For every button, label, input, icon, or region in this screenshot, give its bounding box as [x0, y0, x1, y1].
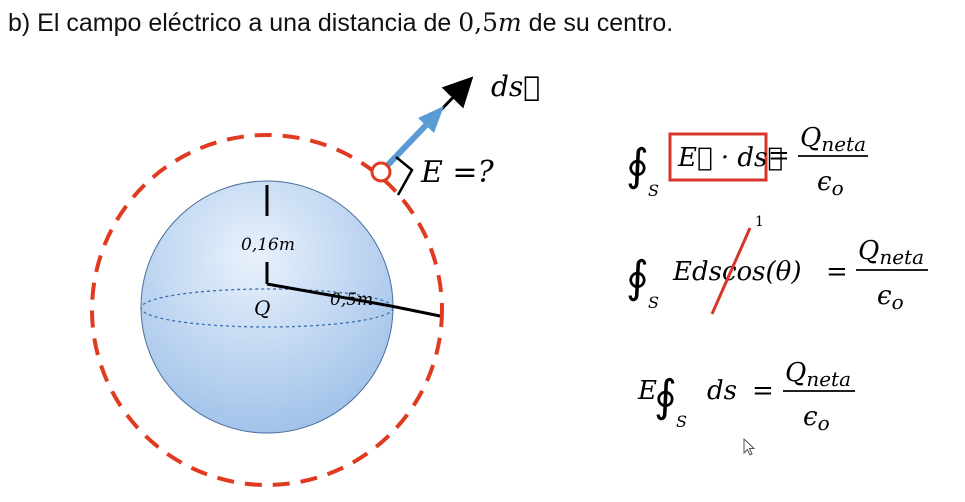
integrand: Edscos(θ)	[672, 257, 801, 287]
closed-integral-icon: ∮	[626, 252, 649, 303]
right-angle-mark	[395, 156, 414, 196]
fraction-numerator: Qneta	[785, 358, 851, 391]
equation-1: ∮ S E⃗ · ds⃗ = Qneta ϵo	[626, 123, 868, 200]
integrand: E⃗ · ds⃗	[677, 143, 783, 173]
radius-label: 0,16m	[241, 235, 295, 255]
fraction-denominator: ϵo	[877, 281, 904, 314]
closed-integral-icon: ∮	[654, 371, 677, 422]
gaussian-surface	[90, 133, 444, 487]
equals-sign: =	[752, 376, 774, 406]
distance-line-outer	[390, 304, 441, 318]
integral-subscript: S	[676, 412, 687, 431]
field-question-label: E =?	[420, 155, 495, 190]
problem-text-end: de su centro.	[521, 9, 674, 37]
closed-integral-icon: ∮	[626, 140, 649, 191]
distance-label: 0,5m	[330, 290, 373, 310]
equals-sign: =	[826, 257, 848, 287]
electric-field-arrowhead	[418, 106, 444, 133]
field-magnitude: E	[637, 376, 657, 406]
distance-line-inner	[266, 282, 392, 308]
cancel-stroke	[710, 227, 752, 315]
electric-field-vector	[380, 118, 433, 173]
integrand: ds	[707, 376, 737, 406]
mouse-cursor-icon	[743, 438, 756, 456]
fraction-denominator: ϵo	[803, 402, 830, 435]
highlight-box	[668, 132, 768, 182]
integral-subscript: S	[648, 181, 659, 200]
field-point	[370, 161, 392, 183]
fraction-numerator: Qneta	[800, 123, 866, 156]
distance-value: 0,5m	[458, 8, 522, 37]
cancel-annotation: 1	[755, 214, 764, 230]
sphere-equator	[140, 288, 394, 328]
problem-text: b) El campo eléctrico a una distancia de	[8, 9, 459, 37]
ds-label: ds⃗	[491, 70, 540, 103]
equals-sign: =	[768, 141, 790, 171]
problem-statement: b) El campo eléctrico a una distancia de…	[8, 8, 673, 38]
integral-subscript: S	[648, 293, 659, 312]
center-charge-label: Q	[254, 296, 270, 320]
fraction-denominator: ϵo	[817, 167, 844, 200]
equation-3: E ∮ S ds = Qneta ϵo	[637, 358, 855, 435]
equation-2: ∮ S Edscos(θ) 1 = Qneta ϵo	[626, 214, 928, 315]
fraction-numerator: Qneta	[858, 236, 924, 269]
